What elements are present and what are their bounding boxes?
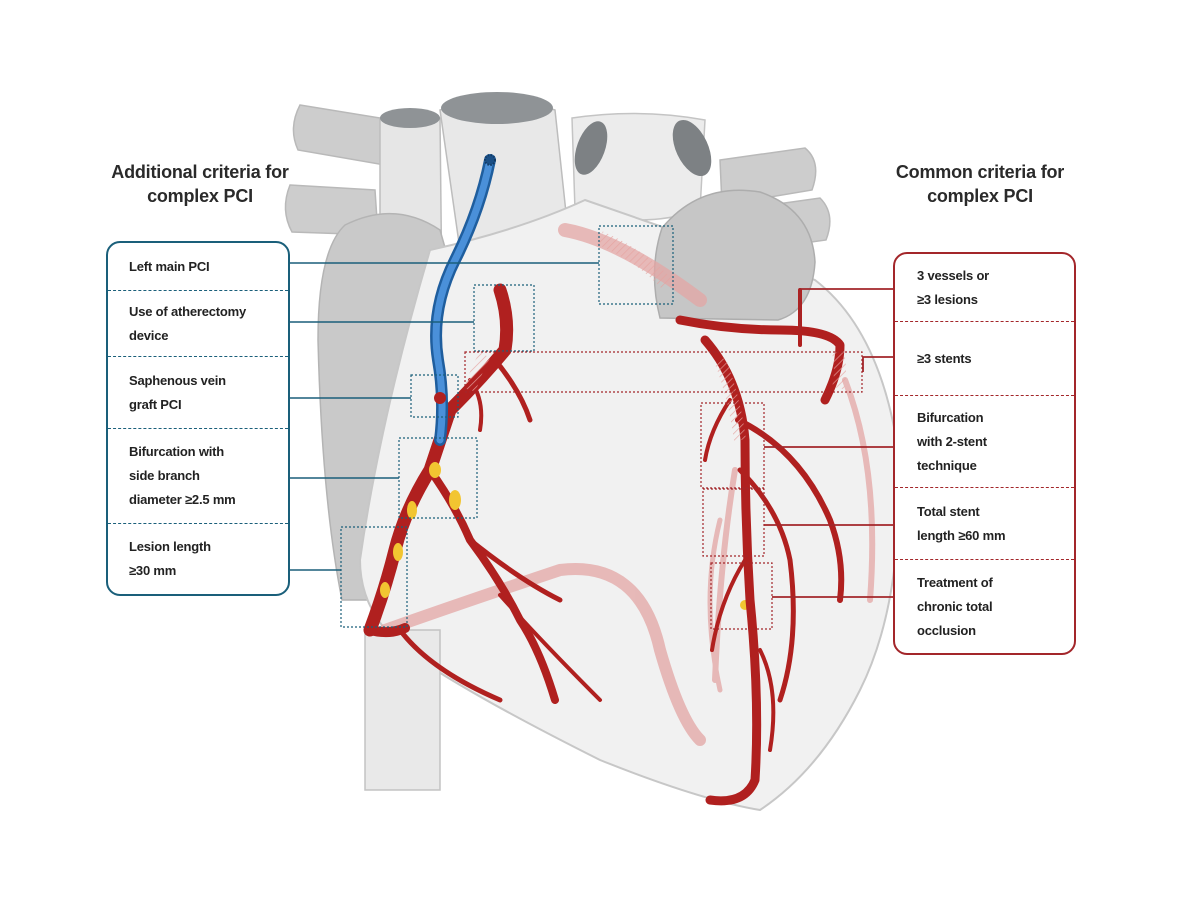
inferior-vena-cava bbox=[364, 629, 441, 791]
criteria-line: graft PCI bbox=[129, 396, 182, 412]
criteria-line: ≥30 mm bbox=[129, 563, 177, 578]
criteria-line: ≥3 stents bbox=[917, 350, 972, 366]
right-highlight-boxes bbox=[464, 351, 863, 630]
criteria-item-chronic-total-occlusion: Treatment of chronic total occlusion bbox=[895, 560, 1074, 653]
heading-line: complex PCI bbox=[927, 186, 1033, 206]
plaque-deposits bbox=[380, 462, 750, 610]
criteria-line: Bifurcation bbox=[917, 409, 984, 425]
common-criteria-panel: 3 vessels or ≥3 lesions ≥3 stents Bifurc… bbox=[893, 252, 1076, 655]
criteria-line: Bifurcation with bbox=[129, 444, 225, 459]
common-criteria-heading: Common criteria for complex PCI bbox=[860, 160, 1100, 208]
criteria-item-saphenous-vein-graft: Saphenous vein graft PCI bbox=[108, 357, 288, 429]
criteria-item-total-stent-length: Total stent length ≥60 mm bbox=[895, 488, 1074, 560]
criteria-line: Total stent bbox=[917, 503, 980, 519]
criteria-line: Use of atherectomy bbox=[129, 303, 247, 319]
left-connector-lines bbox=[290, 262, 599, 571]
criteria-line: side branch bbox=[129, 468, 200, 483]
criteria-line: with 2-stent bbox=[917, 433, 987, 449]
criteria-line: Treatment of bbox=[917, 574, 993, 590]
criteria-line: Saphenous vein bbox=[129, 372, 226, 388]
criteria-line: ≥3 lesions bbox=[917, 291, 978, 307]
additional-criteria-heading: Additional criteria for complex PCI bbox=[80, 160, 320, 208]
additional-criteria-panel: Left main PCI Use of atherectomy device … bbox=[106, 241, 290, 596]
criteria-item-bifurcation-side-branch: Bifurcation with side branch diameter ≥2… bbox=[108, 429, 288, 524]
right-connector-lines bbox=[764, 288, 893, 598]
criteria-line: length ≥60 mm bbox=[917, 527, 1006, 543]
criteria-item-stents: ≥3 stents bbox=[895, 322, 1074, 396]
criteria-item-bifurcation-two-stent: Bifurcation with 2-stent technique bbox=[895, 396, 1074, 488]
criteria-line: occlusion bbox=[917, 622, 976, 638]
criteria-item-lesion-length: Lesion length ≥30 mm bbox=[108, 524, 288, 594]
heading-line: Common criteria for bbox=[895, 162, 1065, 182]
criteria-line: technique bbox=[917, 457, 977, 473]
criteria-item-atherectomy: Use of atherectomy device bbox=[108, 291, 288, 357]
criteria-item-vessels-lesions: 3 vessels or ≥3 lesions bbox=[895, 254, 1074, 322]
heading-line: complex PCI bbox=[147, 186, 253, 206]
criteria-item-left-main: Left main PCI bbox=[108, 243, 288, 291]
criteria-line: diameter ≥2.5 mm bbox=[129, 492, 236, 507]
criteria-line: device bbox=[129, 327, 169, 343]
criteria-line: Left main PCI bbox=[129, 258, 210, 274]
stent-segments bbox=[464, 231, 846, 441]
heading-line: Additional criteria for bbox=[111, 162, 289, 182]
left-highlight-boxes bbox=[340, 225, 674, 628]
criteria-line: 3 vessels or bbox=[917, 267, 990, 283]
criteria-line: Lesion length bbox=[129, 539, 211, 554]
criteria-line: chronic total bbox=[917, 598, 993, 614]
